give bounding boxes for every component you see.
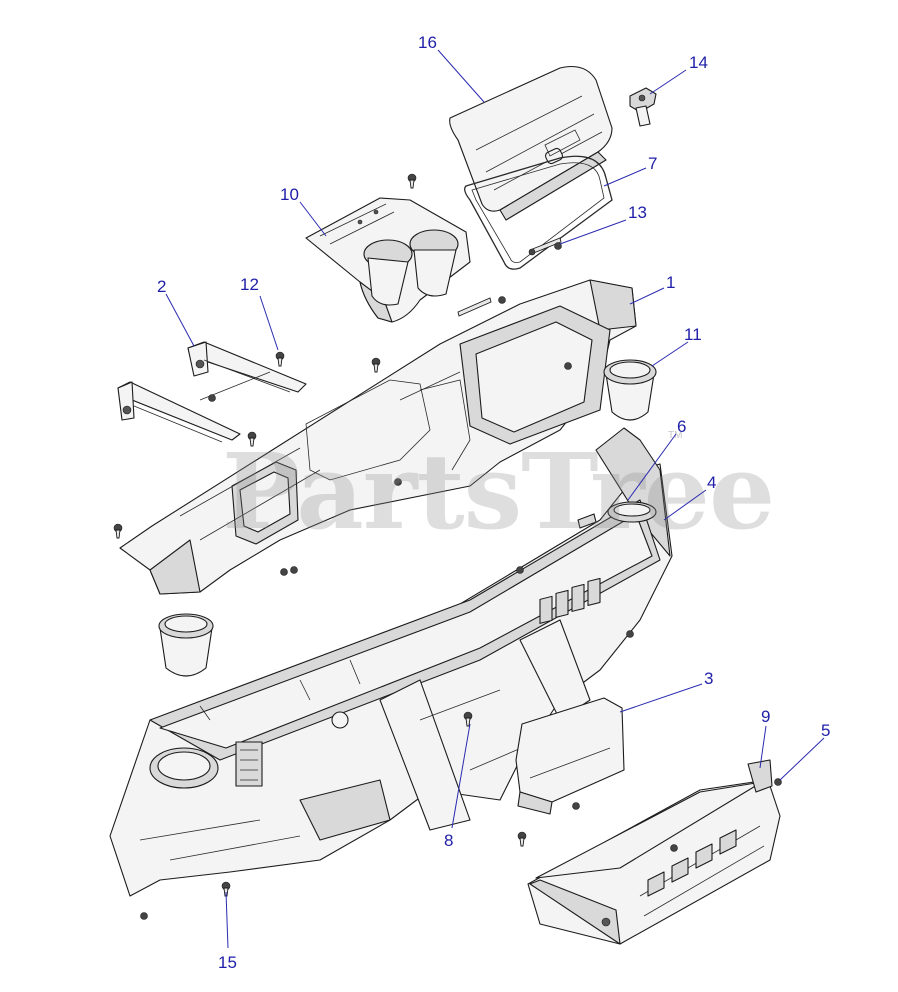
part-lid-seal[interactable] bbox=[464, 155, 613, 270]
callout-2[interactable]: 2 bbox=[157, 277, 166, 296]
fastener-screw[interactable] bbox=[572, 802, 580, 810]
callout-13[interactable]: 13 bbox=[628, 203, 647, 222]
part-cup-ring-6[interactable] bbox=[577, 501, 657, 529]
fastener-screw[interactable] bbox=[290, 566, 298, 574]
fastener-screw[interactable] bbox=[275, 351, 285, 367]
callout-9[interactable]: 9 bbox=[761, 707, 770, 726]
leader-lines bbox=[165, 49, 825, 949]
fastener-screw[interactable] bbox=[394, 478, 402, 486]
fastener-screw[interactable] bbox=[498, 296, 506, 304]
leader-1 bbox=[629, 287, 665, 305]
leader-5 bbox=[779, 737, 825, 781]
part-cup-insert-11[interactable] bbox=[603, 359, 657, 421]
leader-2 bbox=[165, 293, 195, 347]
leader-8 bbox=[451, 723, 471, 829]
part-loose-cupholder[interactable] bbox=[158, 613, 214, 677]
fastener-screw[interactable] bbox=[140, 912, 148, 920]
fastener-screw[interactable] bbox=[670, 844, 678, 852]
fastener-screw[interactable] bbox=[517, 831, 527, 847]
leader-3 bbox=[619, 683, 703, 713]
fastener-screw[interactable] bbox=[247, 431, 257, 447]
fastener-screw[interactable] bbox=[113, 523, 123, 539]
callout-5[interactable]: 5 bbox=[821, 721, 830, 740]
part-bolt-13[interactable] bbox=[457, 237, 562, 317]
fastener-screw[interactable] bbox=[463, 711, 473, 727]
callout-15[interactable]: 15 bbox=[218, 953, 237, 972]
callout-labels: 16 14 7 10 13 1 2 12 11 6 4 3 9 5 8 15 bbox=[157, 33, 830, 972]
fastener-screw[interactable] bbox=[626, 630, 634, 638]
fastener-screw[interactable] bbox=[516, 566, 524, 574]
callout-4[interactable]: 4 bbox=[707, 473, 716, 492]
fastener-screw[interactable] bbox=[564, 362, 572, 370]
leader-13 bbox=[559, 219, 627, 245]
leader-12 bbox=[259, 295, 279, 351]
leader-10 bbox=[299, 201, 327, 237]
fastener-screw[interactable] bbox=[208, 394, 216, 402]
fastener-screw[interactable] bbox=[221, 881, 231, 897]
part-glovebox-lid[interactable] bbox=[449, 65, 613, 221]
leader-6 bbox=[627, 433, 677, 501]
fastener-screw[interactable] bbox=[554, 242, 562, 250]
watermark-text: PartsTree bbox=[222, 430, 774, 553]
callout-3[interactable]: 3 bbox=[704, 669, 713, 688]
fastener-screw[interactable] bbox=[774, 778, 782, 786]
leader-11 bbox=[651, 341, 689, 367]
watermark: PartsTree TM bbox=[222, 430, 775, 553]
part-upper-dash-panel[interactable] bbox=[119, 279, 637, 595]
part-switch-panel[interactable] bbox=[515, 577, 625, 815]
fastener-screw[interactable] bbox=[280, 568, 288, 576]
part-cupholder-insert[interactable] bbox=[305, 197, 471, 323]
callout-7[interactable]: 7 bbox=[648, 154, 657, 173]
callout-14[interactable]: 14 bbox=[689, 53, 708, 72]
leader-4 bbox=[663, 489, 707, 521]
leader-15 bbox=[225, 891, 229, 949]
callout-12[interactable]: 12 bbox=[240, 275, 259, 294]
callout-10[interactable]: 10 bbox=[280, 185, 299, 204]
fastener-screw[interactable] bbox=[371, 357, 381, 373]
part-lower-dash[interactable] bbox=[109, 427, 673, 897]
callout-1[interactable]: 1 bbox=[666, 273, 675, 292]
leader-9 bbox=[759, 725, 767, 769]
callout-6[interactable]: 6 bbox=[677, 417, 686, 436]
part-latch[interactable] bbox=[629, 87, 657, 127]
callout-16[interactable]: 16 bbox=[418, 33, 437, 52]
leader-16 bbox=[437, 49, 485, 103]
leader-7 bbox=[603, 167, 647, 187]
callout-11[interactable]: 11 bbox=[684, 325, 702, 344]
callout-8[interactable]: 8 bbox=[444, 831, 453, 850]
part-lower-glovebox[interactable] bbox=[527, 759, 781, 945]
fastener-screw[interactable] bbox=[407, 173, 417, 189]
leader-14 bbox=[649, 69, 687, 95]
fasteners bbox=[113, 173, 782, 920]
part-bracket[interactable] bbox=[117, 341, 307, 443]
